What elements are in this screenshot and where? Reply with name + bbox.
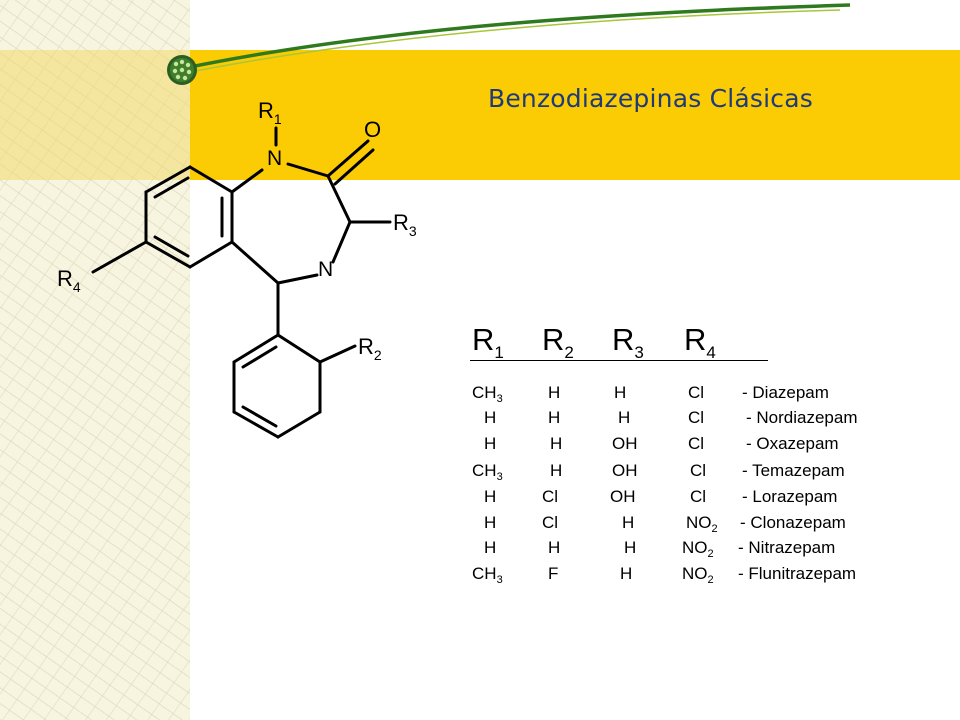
cell-r2: H	[550, 461, 563, 480]
table-row: H Cl H NO2 - Clonazepam	[470, 513, 930, 537]
r2-sub: 2	[373, 347, 382, 363]
r3-label: R3	[393, 210, 417, 239]
cell-r2: F	[548, 564, 559, 583]
cell-r3: H	[620, 564, 633, 583]
cell-r3: H	[624, 538, 637, 557]
n1-text: N	[267, 147, 283, 170]
r1-base: R	[258, 98, 274, 123]
cell-r2: H	[550, 434, 563, 453]
page-title: Benzodiazepinas Clásicas	[488, 84, 813, 113]
cell-r3: OH	[610, 487, 636, 506]
oxygen-label: O	[364, 117, 381, 143]
title-banner	[190, 50, 960, 180]
oxygen-text: O	[364, 117, 382, 142]
cell-r1: CH3	[472, 383, 503, 405]
cell-r1: CH3	[472, 564, 503, 586]
drug-name: - Nordiazepam	[746, 408, 858, 427]
cell-r2: H	[548, 383, 561, 402]
r1-sub: 1	[273, 111, 282, 127]
swoosh-decoration	[184, 3, 851, 70]
banner-left-strip	[0, 50, 190, 180]
drug-name: - Oxazepam	[746, 434, 839, 453]
cell-r4: Cl	[688, 408, 705, 427]
r2-label: R2	[358, 334, 382, 363]
header-r1: R1	[472, 322, 504, 362]
r4-base: R	[57, 266, 73, 291]
cell-r4: Cl	[688, 383, 705, 402]
cell-r2: H	[548, 538, 561, 557]
r1-label: R1	[258, 98, 282, 127]
cell-r4: Cl	[690, 461, 707, 480]
table-row: H H H NO2 - Nitrazepam	[470, 538, 930, 562]
cell-r4: Cl	[688, 434, 705, 453]
drug-name: - Lorazepam	[742, 487, 838, 506]
cell-r2: H	[548, 408, 561, 427]
cell-r2: Cl	[542, 487, 559, 506]
cell-r3: H	[614, 383, 627, 402]
r2-bond	[318, 344, 357, 364]
r4-bond	[91, 240, 148, 274]
cell-r3: H	[622, 513, 635, 532]
green-dot-bullet-icon	[167, 55, 197, 85]
table-row: CH3 H H Cl - Diazepam	[470, 383, 930, 407]
cell-r1: H	[484, 434, 497, 453]
n4-label: N	[318, 258, 333, 282]
table-header: R1 R2 R3 R4	[470, 322, 770, 362]
header-r4: R4	[684, 322, 716, 362]
table-row: H H OH Cl - Oxazepam	[470, 434, 930, 458]
r4-sub: 4	[72, 279, 81, 295]
table-row: H Cl OH Cl - Lorazepam	[470, 487, 930, 511]
cell-r3: OH	[612, 434, 638, 453]
cell-r2: Cl	[542, 513, 559, 532]
r4-label: R4	[57, 266, 81, 295]
header-divider	[470, 360, 768, 361]
header-r3: R3	[612, 322, 644, 362]
cell-r4: Cl	[690, 487, 707, 506]
r2-base: R	[358, 334, 374, 359]
table-row: CH3 H OH Cl - Temazepam	[470, 461, 930, 485]
cell-r4: NO2	[682, 564, 714, 586]
n1-label: N	[267, 147, 282, 171]
table-row: CH3 F H NO2 - Flunitrazepam	[470, 564, 930, 588]
r3-base: R	[393, 210, 409, 235]
cell-r1: H	[484, 408, 497, 427]
drug-name: - Diazepam	[742, 383, 829, 402]
drug-name: - Nitrazepam	[738, 538, 836, 557]
drug-name: - Flunitrazepam	[738, 564, 857, 583]
header-r2: R2	[542, 322, 574, 362]
cell-r4: NO2	[686, 513, 718, 535]
carbonyl-bond	[326, 139, 370, 178]
drug-name: - Clonazepam	[740, 513, 846, 532]
cell-r1: H	[484, 487, 497, 506]
fused-benzene-ring	[144, 165, 234, 269]
cell-r1: CH3	[472, 461, 503, 483]
table-row: H H H Cl - Nordiazepam	[470, 408, 930, 432]
r3-sub: 3	[408, 223, 417, 239]
cell-r4: NO2	[682, 538, 714, 560]
cell-r1: H	[484, 513, 497, 532]
diazepine-ring	[230, 162, 352, 285]
drug-name: - Temazepam	[742, 461, 845, 480]
cell-r3: H	[618, 408, 631, 427]
phenyl-ring	[232, 333, 322, 439]
n4-text: N	[318, 258, 334, 281]
cell-r3: OH	[612, 461, 638, 480]
cell-r1: H	[484, 538, 497, 557]
